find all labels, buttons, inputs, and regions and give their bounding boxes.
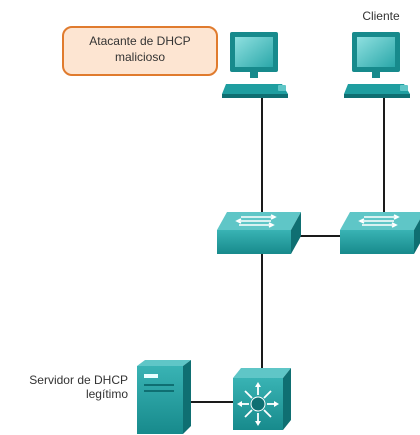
attacker-pc-icon xyxy=(222,32,288,98)
server-label-line2: legítimo xyxy=(85,387,128,401)
client-pc-icon xyxy=(344,32,410,98)
multilayer-switch-icon xyxy=(233,368,291,430)
links xyxy=(190,96,385,403)
switch-right-icon xyxy=(340,212,420,254)
client-label: Cliente xyxy=(362,9,400,23)
dhcp-server-icon xyxy=(137,360,191,434)
attacker-label-line2: malicioso xyxy=(114,50,165,64)
server-label: Servidor de DHCP legítimo xyxy=(0,373,128,401)
attacker-label-line1: Atacante de DHCP xyxy=(89,34,191,48)
attacker-label: Atacante de DHCP malicioso xyxy=(62,33,218,65)
attacker-callout xyxy=(62,26,218,76)
server-label-line1: Servidor de DHCP xyxy=(29,373,128,387)
switch-left-icon xyxy=(217,212,301,254)
